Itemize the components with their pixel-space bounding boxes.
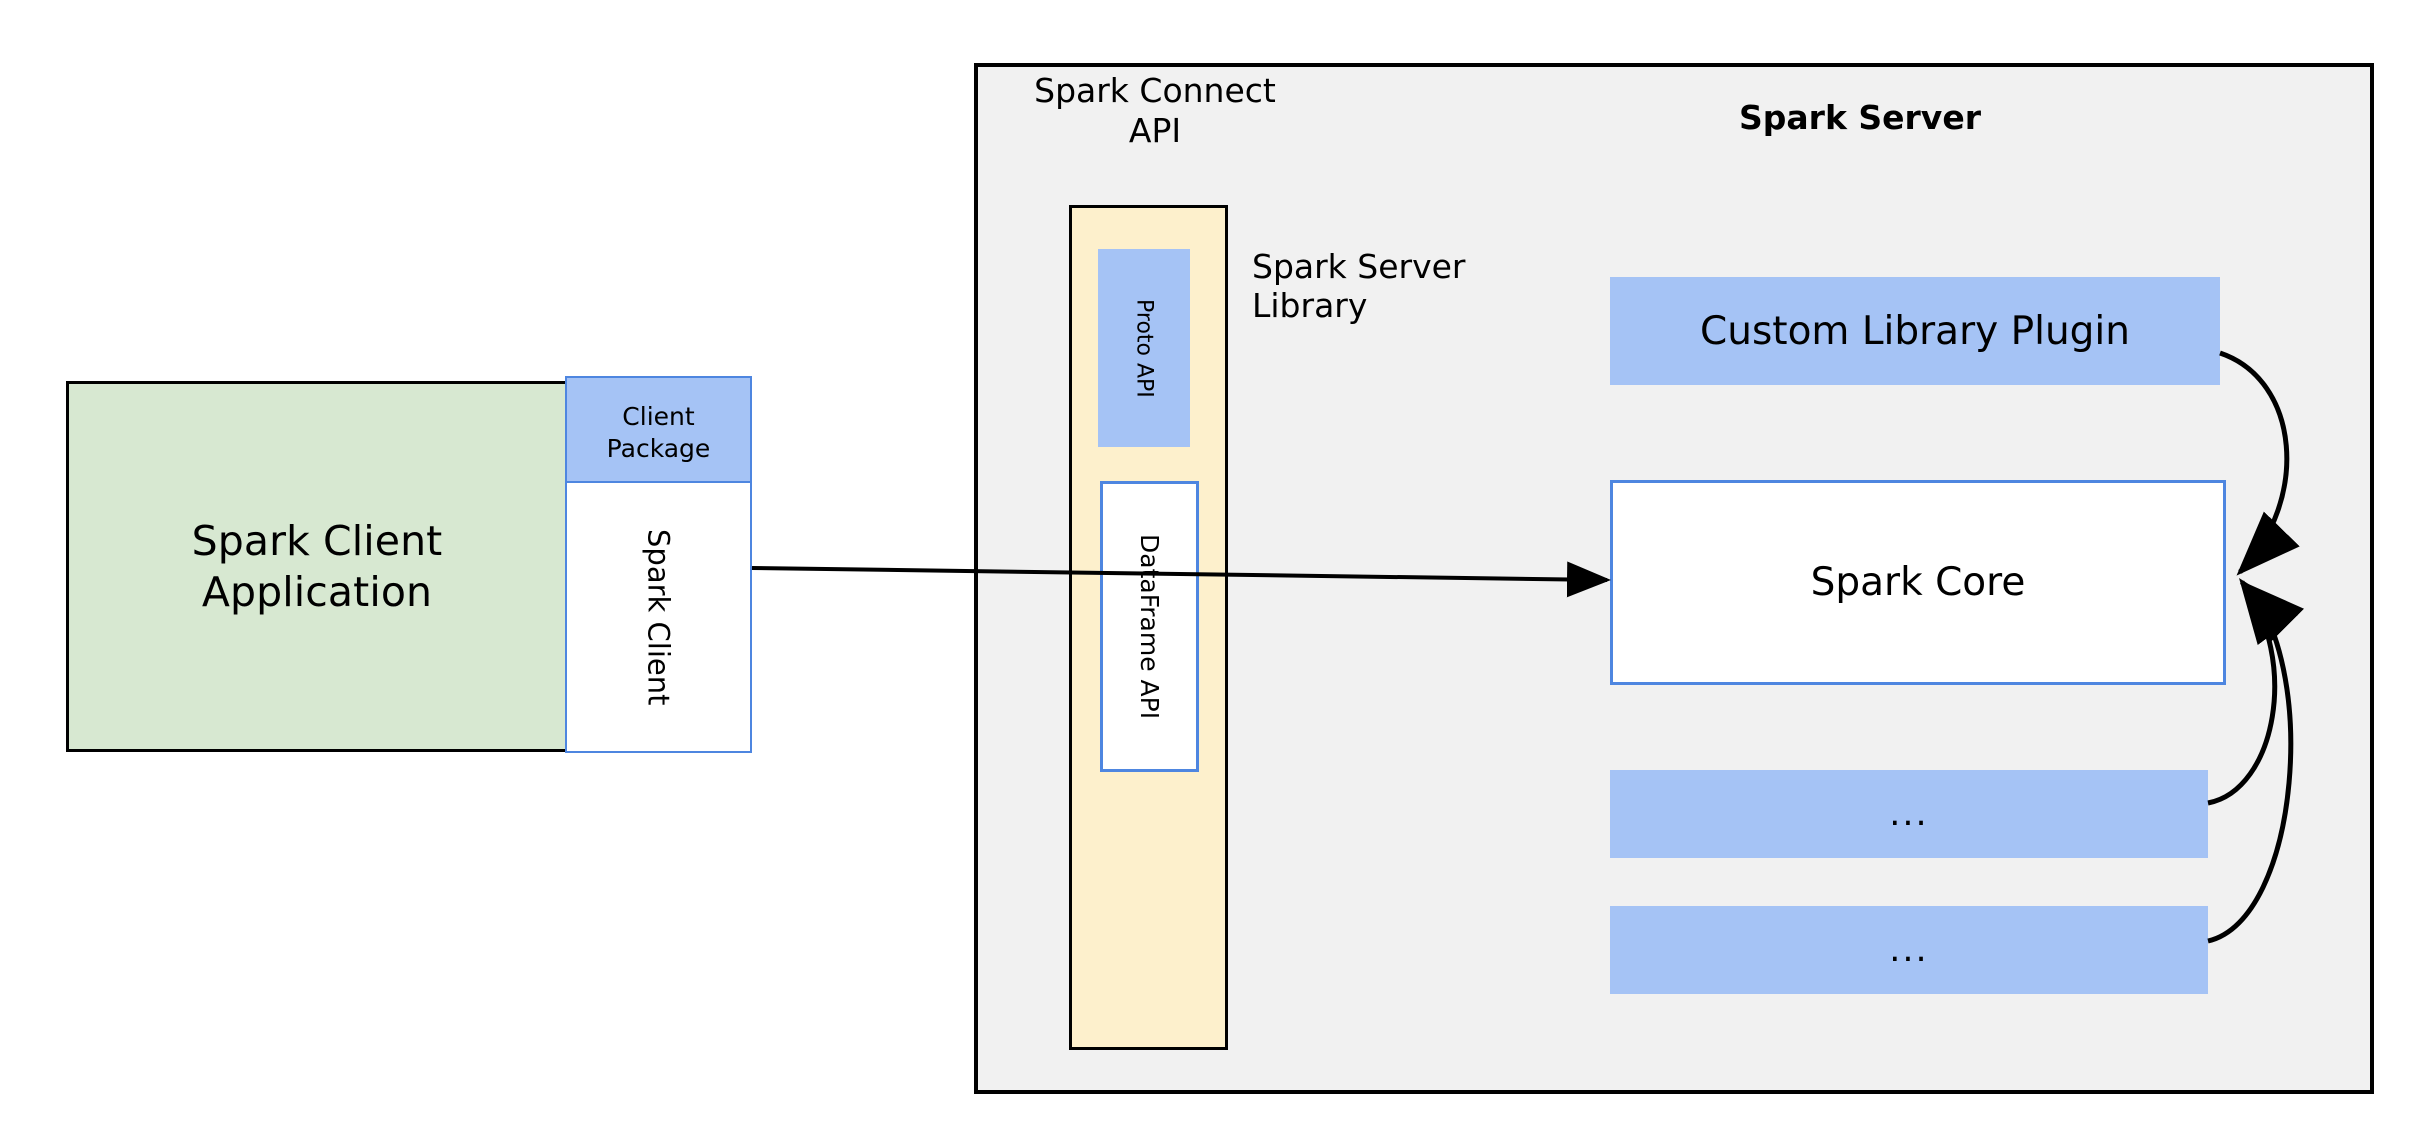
proto-api-label: Proto API <box>1131 298 1157 398</box>
spark-client-application-box[interactable]: Spark Client Application <box>66 381 568 752</box>
spark-client-box[interactable]: Spark Client <box>565 481 752 753</box>
spark-connect-api-label: Spark Connect API <box>1034 71 1276 151</box>
spark-core-label: Spark Core <box>1810 560 2026 605</box>
client-package-label: Client Package <box>606 402 711 463</box>
placeholder-label-2: ... <box>1889 930 1929 970</box>
placeholder-box-1[interactable]: ... <box>1610 770 2208 858</box>
spark-server-title: Spark Server <box>1739 98 1981 137</box>
custom-library-plugin-label: Custom Library Plugin <box>1700 308 2130 354</box>
spark-client-application-label: Spark Client Application <box>191 517 443 616</box>
spark-core-box[interactable]: Spark Core <box>1610 480 2226 685</box>
spark-server-library-label: Spark Server Library <box>1252 247 1466 325</box>
custom-library-plugin-box[interactable]: Custom Library Plugin <box>1610 277 2220 385</box>
dataframe-api-box[interactable]: DataFrame API <box>1100 481 1199 772</box>
placeholder-box-2[interactable]: ... <box>1610 906 2208 994</box>
placeholder-label-1: ... <box>1889 794 1929 834</box>
client-package-box[interactable]: Client Package <box>565 376 752 489</box>
proto-api-box[interactable]: Proto API <box>1098 249 1190 447</box>
spark-client-label: Spark Client <box>641 528 676 706</box>
dataframe-api-label: DataFrame API <box>1135 533 1164 720</box>
